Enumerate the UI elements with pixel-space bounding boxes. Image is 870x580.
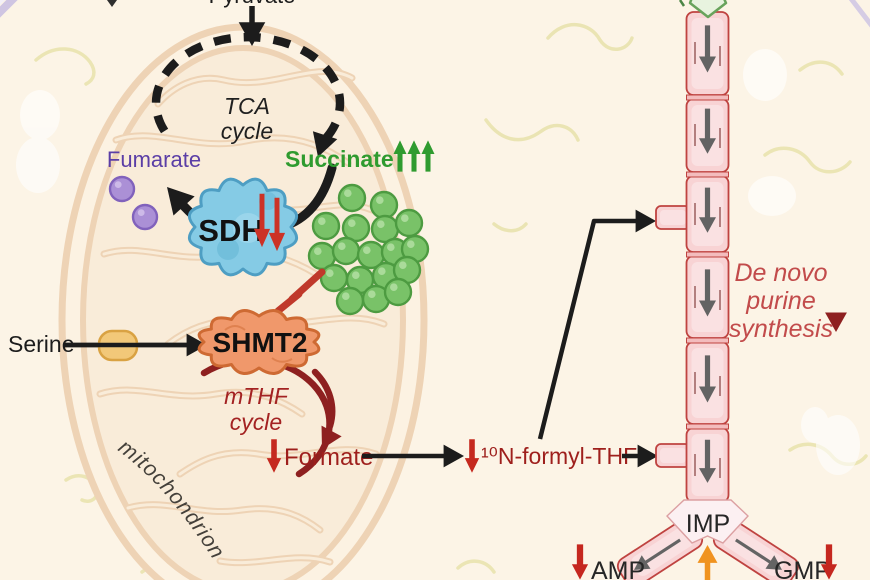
branch-gmp: [712, 518, 800, 580]
shmt2-enzyme-blob: [197, 309, 321, 375]
fumarate-label: Fumarate: [107, 147, 201, 172]
cell-membrane-corner-topleft: [0, 0, 18, 18]
shmt2-enzyme-group: SHMT2: [197, 309, 321, 375]
sdh-enzyme-group: SDH: [187, 177, 299, 277]
junction-body: [666, 499, 749, 544]
succinate-increase-arrows: [393, 140, 435, 172]
mthf-label-line1: mTHF: [224, 383, 290, 409]
mthf-label-line2: cycle: [230, 409, 282, 435]
inhibition-tbar: [274, 268, 326, 315]
succinate-label: Succinate: [285, 146, 394, 172]
thf-to-upper-inlet-line: [537, 218, 642, 440]
shmt2-label: SHMT2: [213, 327, 308, 358]
background-highlights: [16, 49, 860, 475]
channel-segments: [685, 11, 730, 503]
cropped-shape-top: [107, 0, 117, 7]
formyl-thf-label: ¹⁰N-formyl-THF: [481, 443, 637, 469]
serine-import-group: Serine: [8, 329, 207, 362]
cropped-mark-top-right: [678, 0, 686, 7]
de-novo-label-line3: synthesis: [729, 315, 833, 343]
formate-group: Formate: [266, 439, 464, 473]
channel-flow-arrows: [694, 25, 721, 483]
channel-inlet-upper: [655, 205, 691, 230]
amp-label: AMP: [591, 557, 645, 580]
channel-inlet-lower: [655, 443, 691, 468]
tca-label-line2: cycle: [221, 118, 273, 144]
branch-amp: [616, 518, 704, 580]
purine-channel: [655, 0, 730, 503]
tca-dashed-circle: [151, 32, 345, 144]
gmp-label: GMP: [774, 557, 831, 580]
sdh-label: SDH: [198, 213, 263, 248]
tca-label-line1: TCA: [224, 93, 270, 119]
imp-junction-group: IMP AMP GMP: [571, 499, 838, 580]
de-novo-group: De novo purine synthesis: [729, 259, 847, 343]
imp-label: IMP: [686, 510, 730, 538]
imp-increase-arrow: [697, 545, 718, 580]
de-novo-label-line1: De novo: [734, 259, 827, 287]
pyruvate-label: Pyruvate: [209, 0, 296, 8]
formyl-thf-group: ¹⁰N-formyl-THF: [464, 209, 658, 473]
de-novo-decrease-arrow: [825, 262, 847, 332]
cell-membrane-corner-topright: [848, 0, 870, 28]
de-novo-label-line2: purine: [745, 287, 816, 315]
metabolite-pentagon: [688, 0, 728, 19]
formate-label: Formate: [284, 444, 373, 471]
serine-label: Serine: [8, 331, 74, 357]
